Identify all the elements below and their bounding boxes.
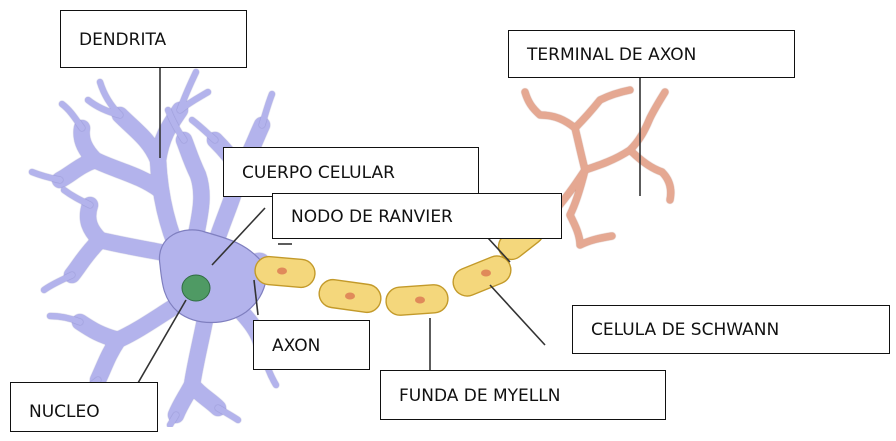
label-axon: AXON: [253, 320, 370, 370]
label-terminal-de-axon: TERMINAL DE AXON: [508, 30, 795, 78]
label-funda-de-myelln: FUNDA DE MYELLN: [380, 370, 666, 420]
label-cuerpo-celular: CUERPO CELULAR: [223, 147, 479, 197]
label-celula-de-schwann: CELULA DE SCHWANN: [572, 305, 890, 354]
cell-body: [159, 230, 266, 323]
schwann-cell: [449, 252, 515, 300]
label-dendrita: DENDRITA: [60, 10, 247, 68]
label-nucleo: NUCLEO: [10, 382, 158, 432]
nucleus: [182, 275, 210, 301]
neuron-diagram: DENDRITA TERMINAL DE AXON CUERPO CELULAR…: [0, 0, 896, 427]
label-nodo-de-ranvier: NODO DE RANVIER: [272, 193, 562, 239]
